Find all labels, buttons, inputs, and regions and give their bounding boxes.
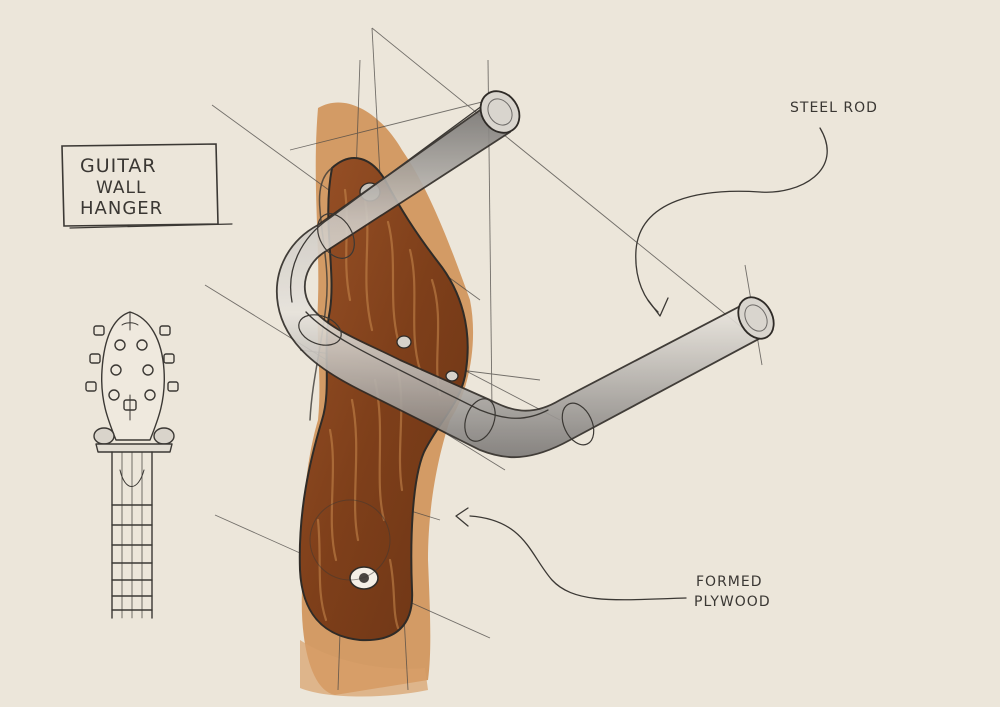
steel-rod (276, 90, 775, 459)
title-line-2: WALL (96, 178, 146, 198)
label-steel-rod: STEEL ROD (790, 100, 878, 116)
label-plywood: PLYWOOD (694, 594, 771, 610)
guitar-headstock-sketch (85, 311, 179, 619)
title-line-3: HANGER (80, 198, 163, 219)
title-box: GUITAR WALL HANGER (61, 143, 233, 229)
label-formed: FORMED (696, 574, 763, 590)
callout-formed-plywood: FORMED PLYWOOD (455, 507, 771, 610)
callout-steel-rod: STEEL ROD (635, 100, 878, 317)
title-line-1: GUITAR (80, 155, 157, 177)
